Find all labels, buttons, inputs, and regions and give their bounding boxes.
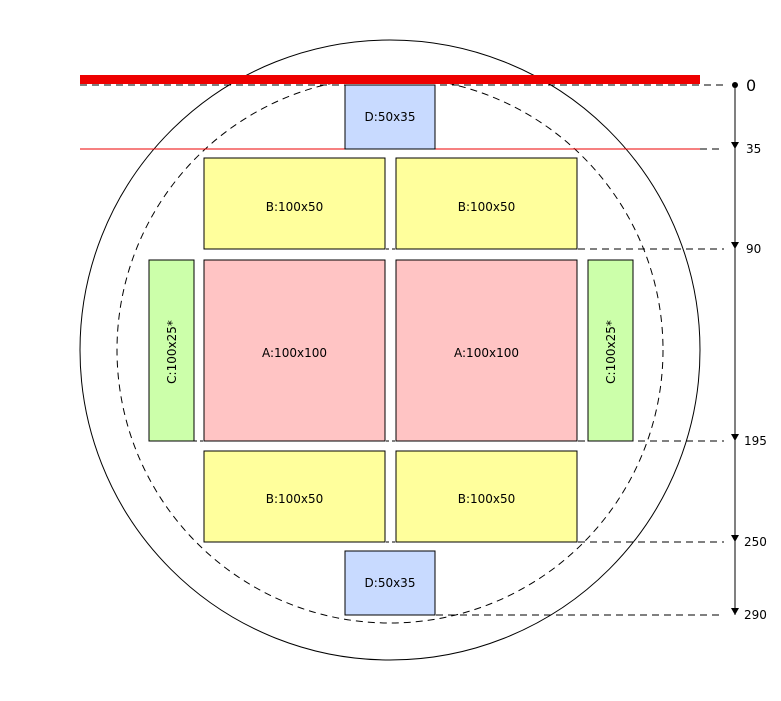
piece-d-bottom-label: D:50x35 [365, 576, 416, 590]
outer-wafer-circle [79, 39, 701, 661]
dimension-label-250: 250 [744, 535, 767, 549]
dimension-label-195: 195 [744, 434, 767, 448]
piece-c-left: C:100x25* [148, 259, 195, 442]
piece-c-right-label: C:100x25* [604, 320, 618, 384]
piece-a-left: A:100x100 [203, 259, 386, 442]
piece-c-left-label: C:100x25* [165, 320, 179, 384]
arrow-35 [731, 142, 739, 149]
dimension-label-35: 35 [746, 142, 761, 156]
piece-b-bottom-left-label: B:100x50 [266, 492, 324, 506]
piece-d-top: D:50x35 [344, 84, 436, 150]
piece-b-top-right-label: B:100x50 [458, 200, 516, 214]
arrow-290 [731, 608, 739, 615]
dimension-origin-dot [732, 82, 738, 88]
piece-d-bottom: D:50x35 [344, 550, 436, 616]
dimension-label-0: 0 [746, 76, 756, 95]
piece-b-bottom-right: B:100x50 [395, 450, 578, 543]
piece-b-bottom-right-label: B:100x50 [458, 492, 516, 506]
piece-d-top-label: D:50x35 [365, 110, 416, 124]
piece-c-right: C:100x25* [587, 259, 634, 442]
piece-a-right: A:100x100 [395, 259, 578, 442]
piece-b-top-left-label: B:100x50 [266, 200, 324, 214]
piece-b-top-left: B:100x50 [203, 157, 386, 250]
inner-usable-circle [116, 76, 664, 624]
dimension-label-90: 90 [746, 242, 761, 256]
piece-b-top-right: B:100x50 [395, 157, 578, 250]
arrow-250 [731, 535, 739, 542]
arrow-90 [731, 242, 739, 249]
piece-a-left-label: A:100x100 [262, 346, 327, 360]
piece-a-right-label: A:100x100 [454, 346, 519, 360]
dimension-label-290: 290 [744, 608, 767, 622]
red-flat-edge-line [80, 75, 700, 84]
piece-b-bottom-left: B:100x50 [203, 450, 386, 543]
arrow-195 [731, 434, 739, 441]
